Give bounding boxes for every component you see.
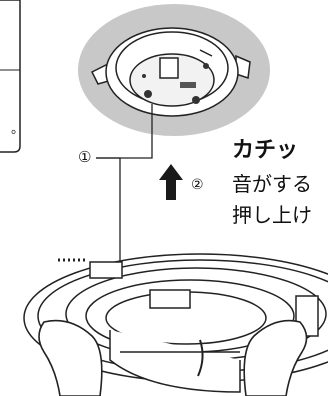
- callout-number-2: ②: [191, 177, 204, 193]
- instruction-line-2: 音がする: [232, 172, 312, 196]
- hands: [38, 319, 308, 396]
- ceiling-adapter: [90, 27, 251, 117]
- instruction-heading: カチッ: [232, 138, 299, 163]
- callout-number-1: ①: [78, 148, 92, 166]
- callout-box-partial: [0, 0, 21, 153]
- instruction-line-3: 押し上け: [232, 203, 312, 227]
- small-glyph: 。: [11, 122, 25, 137]
- up-arrow-icon: [159, 164, 183, 200]
